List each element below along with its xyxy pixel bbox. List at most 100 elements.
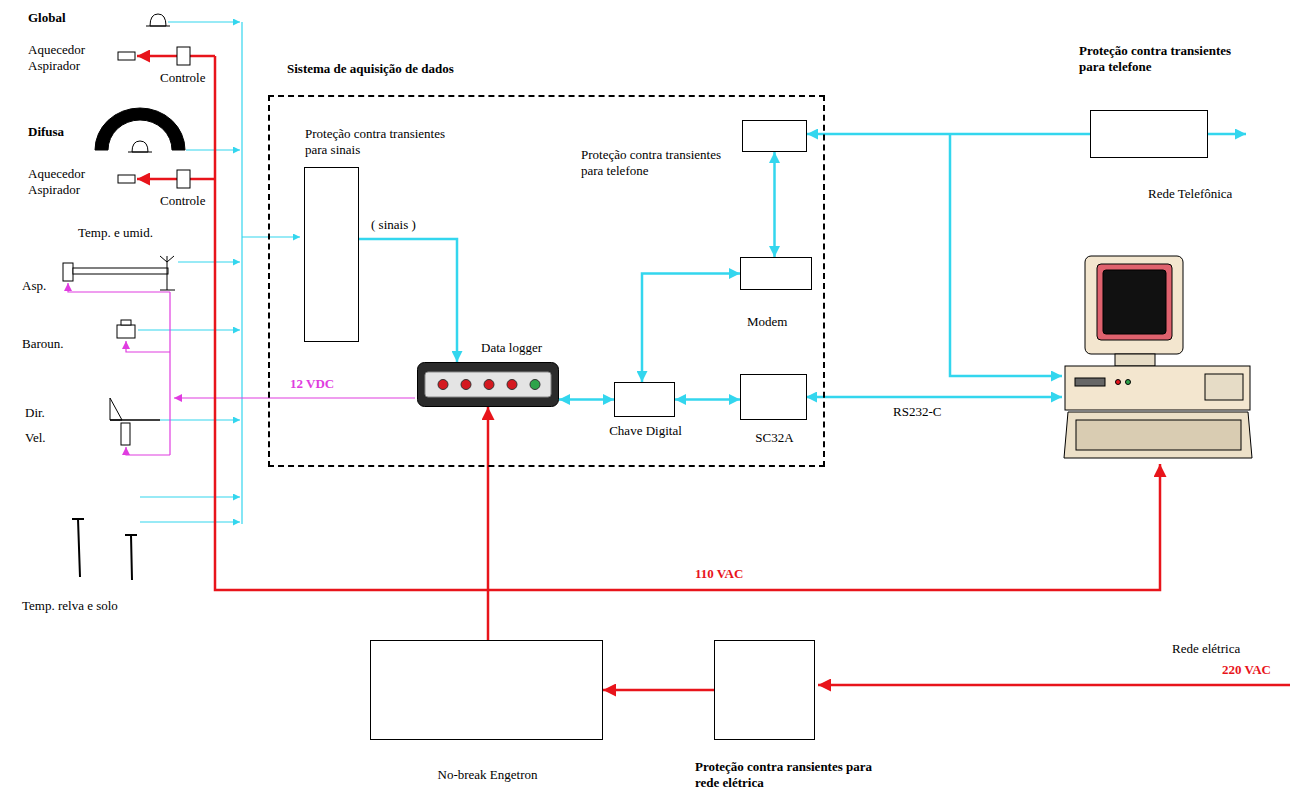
device-face — [425, 372, 551, 397]
dc-supply-wires — [169, 292, 170, 455]
barometer-symbol — [117, 320, 135, 338]
node-label: Sistema de aquisição de dados — [287, 61, 454, 77]
comm-wires — [806, 134, 1246, 397]
soil-probe-symbol — [125, 535, 137, 580]
connector — [675, 398, 740, 401]
computer-symbol — [1085, 256, 1183, 354]
node-label: Proteção contra transientes para telefon… — [581, 147, 736, 178]
computer-symbol — [1205, 374, 1243, 400]
signal-wires — [138, 329, 240, 330]
part-label: Aquecedor Aspirador — [28, 166, 100, 197]
computer-symbol — [1116, 380, 1121, 385]
switch-box: Chave Digital — [614, 382, 675, 417]
dc-supply-wires — [174, 397, 415, 398]
soil-probe-symbol — [72, 519, 137, 580]
node-label: No-break Engetron — [371, 767, 604, 783]
connector — [773, 152, 776, 257]
interface-box: SC32A — [740, 374, 807, 420]
data-logger-symbol — [417, 362, 559, 407]
thermohygrometer-symbol — [63, 263, 73, 281]
signal-wires — [140, 496, 240, 497]
comm-wires — [1208, 133, 1246, 136]
part-label: Vel. — [25, 430, 46, 446]
signal-wires — [178, 261, 240, 262]
part-label: 12 VDC — [290, 376, 334, 392]
node-label: Proteção contra transientes para telefon… — [1079, 43, 1239, 74]
node-label: SC32A — [736, 430, 813, 446]
signal-wires — [241, 22, 242, 524]
computer-symbol — [1076, 420, 1241, 450]
computer-symbol — [1075, 378, 1105, 386]
surge-protector-box: Proteção contra ransientes para rede elé… — [714, 640, 815, 740]
ac-wires — [137, 55, 177, 58]
part-label: Aquecedor Aspirador — [28, 42, 100, 73]
shadow-band-symbol — [128, 152, 152, 153]
part-label: 110 VAC — [695, 566, 743, 582]
heater-symbol — [118, 175, 135, 183]
soil-probe-symbol — [72, 519, 84, 577]
pyranometer-symbol — [146, 14, 170, 26]
part-label: Temp. relva e solo — [22, 598, 118, 614]
part-label: Difusa — [28, 124, 64, 140]
node-label: Modem — [747, 314, 787, 330]
part-label: Baroun. — [22, 336, 64, 352]
part-label: Global — [28, 10, 66, 26]
data-logger: Data logger — [417, 362, 559, 407]
connector — [807, 133, 1090, 136]
part-label: 220 VAC — [1222, 662, 1271, 678]
dc-supply-wires — [126, 447, 170, 455]
connector — [642, 274, 740, 383]
signal-wires — [168, 21, 240, 22]
node-label: Proteção contra ransientes para rede elé… — [695, 759, 880, 790]
dc-supply-wires — [126, 341, 170, 352]
barometer-symbol — [117, 325, 135, 338]
signal-wires — [160, 419, 240, 420]
ac-wires — [215, 56, 1160, 590]
part-label: Rede elétrica — [1172, 641, 1240, 657]
thermohygrometer-symbol — [63, 256, 175, 290]
status-led — [530, 380, 540, 390]
part-label: RS232-C — [893, 404, 941, 420]
connector — [559, 398, 614, 401]
heater-symbol — [118, 52, 135, 60]
pyranometer-symbol — [150, 14, 166, 26]
surge-protector-box: Proteção contra transientes para telefon… — [1090, 110, 1208, 158]
status-led — [484, 380, 494, 390]
status-led — [507, 380, 517, 390]
ac-wires — [190, 55, 215, 58]
computer-symbol — [1126, 380, 1131, 385]
dc-supply-wires — [68, 283, 170, 292]
modem-box: Modem — [740, 257, 812, 290]
computer-symbol — [1065, 366, 1250, 410]
surge-protector-box: Proteção contra transientes para telefon… — [742, 120, 807, 152]
ac-wires — [190, 178, 215, 181]
edge-label: ( sinais ) — [371, 217, 416, 233]
part-label: Dir. — [25, 405, 45, 421]
status-led — [438, 380, 448, 390]
node-label: Chave Digital — [605, 423, 686, 439]
part-label: Controle — [160, 193, 206, 209]
connector — [603, 689, 714, 692]
control-box — [177, 47, 190, 65]
part-label: Rede Telefônica — [1148, 186, 1232, 202]
computer-symbol — [1115, 354, 1155, 366]
connector — [359, 239, 457, 362]
control-box — [177, 47, 190, 188]
part-label: Controle — [160, 70, 206, 86]
surge-protector-box: Proteção contra transientes para sinais — [304, 167, 359, 342]
device-body — [418, 363, 559, 407]
ups-box: No-break Engetron — [370, 640, 603, 740]
control-box — [177, 170, 190, 188]
system-boundary: Proteção contra transientes para sinaisD… — [268, 95, 825, 467]
computer-symbol — [1064, 256, 1252, 458]
computer-symbol — [1103, 270, 1166, 334]
signal-wires — [186, 149, 240, 150]
ac-wires — [818, 684, 1290, 687]
wind-sensor-symbol — [121, 423, 130, 445]
dc-supply-wires — [68, 283, 415, 455]
computer-symbol — [1097, 264, 1172, 340]
wind-sensor-symbol — [110, 398, 122, 420]
node-label: Proteção contra transientes para sinais — [305, 126, 450, 157]
thermohygrometer-symbol — [73, 268, 168, 274]
